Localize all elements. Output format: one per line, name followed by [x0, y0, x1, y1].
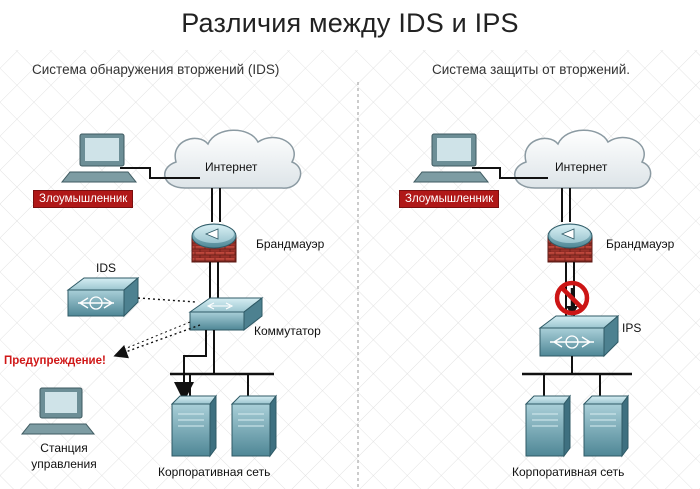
left-internet-label: Интернет: [205, 160, 258, 174]
management-station-computer-icon: [20, 387, 96, 435]
diagram-title: Различия между IDS и IPS: [181, 8, 519, 38]
blocked-traffic-icon: [554, 280, 590, 316]
left-switch-icon: [188, 296, 264, 332]
left-attacker-computer-icon: [60, 133, 138, 183]
ids-label: IDS: [96, 261, 117, 275]
right-internet-label: Интернет: [555, 160, 608, 174]
station-label-line2: управления: [31, 457, 97, 471]
right-server-2-icon: [582, 394, 629, 458]
left-attacker-label: Злоумышленник: [33, 190, 134, 208]
left-internet-cloud-icon: [164, 129, 302, 189]
left-firewall-icon: [191, 223, 237, 263]
right-network-label: Корпоративная сеть: [512, 465, 625, 479]
right-attacker-computer-icon: [412, 133, 490, 183]
right-firewall-label: Брандмауэр: [606, 237, 675, 251]
alert-label: Предупреждение!: [4, 355, 106, 367]
right-firewall-icon: [547, 223, 593, 263]
left-firewall-label: Брандмауэр: [256, 237, 325, 251]
right-panel-subtitle: Система защиты от вторжений.: [432, 62, 630, 77]
right-server-1-icon: [524, 394, 571, 458]
left-server-1-icon: [170, 394, 217, 458]
ips-label: IPS: [622, 321, 642, 335]
ips-device-icon: [538, 314, 620, 358]
right-internet-cloud-icon: [514, 129, 652, 189]
left-panel-subtitle: Система обнаружения вторжений (IDS): [32, 62, 280, 77]
right-attacker-label: Злоумышленник: [399, 190, 500, 208]
left-network-label: Корпоративная сеть: [158, 465, 271, 479]
switch-label: Коммутатор: [254, 324, 321, 338]
left-server-2-icon: [230, 394, 277, 458]
background-grid: [0, 48, 700, 489]
station-label-line1: Станция: [40, 441, 88, 455]
ids-device-icon: [66, 276, 140, 318]
